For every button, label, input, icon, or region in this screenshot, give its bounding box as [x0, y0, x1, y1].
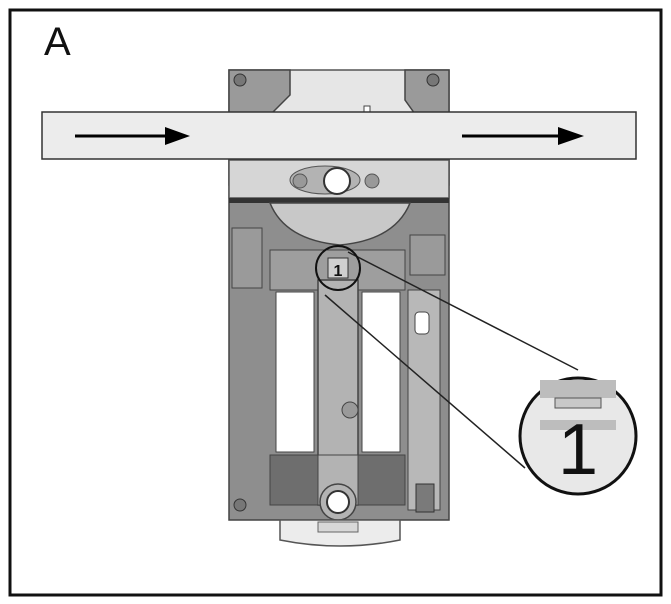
- slot-left: [275, 291, 315, 453]
- panel-label: A: [44, 20, 71, 64]
- screw-icon: [233, 498, 247, 512]
- arrow-right-icon: [462, 127, 584, 145]
- zoom-number: 1: [558, 410, 598, 490]
- callout-number: 1: [334, 263, 343, 280]
- screw-icon: [426, 73, 440, 87]
- slot-right: [361, 291, 401, 453]
- callout-lines: [324, 251, 579, 469]
- screw-icon: [233, 73, 247, 87]
- arrow-right-icon: [75, 127, 190, 145]
- zoom-detail: 1: [518, 376, 638, 496]
- device-body: [228, 159, 450, 547]
- callout-marker: 1: [315, 245, 361, 291]
